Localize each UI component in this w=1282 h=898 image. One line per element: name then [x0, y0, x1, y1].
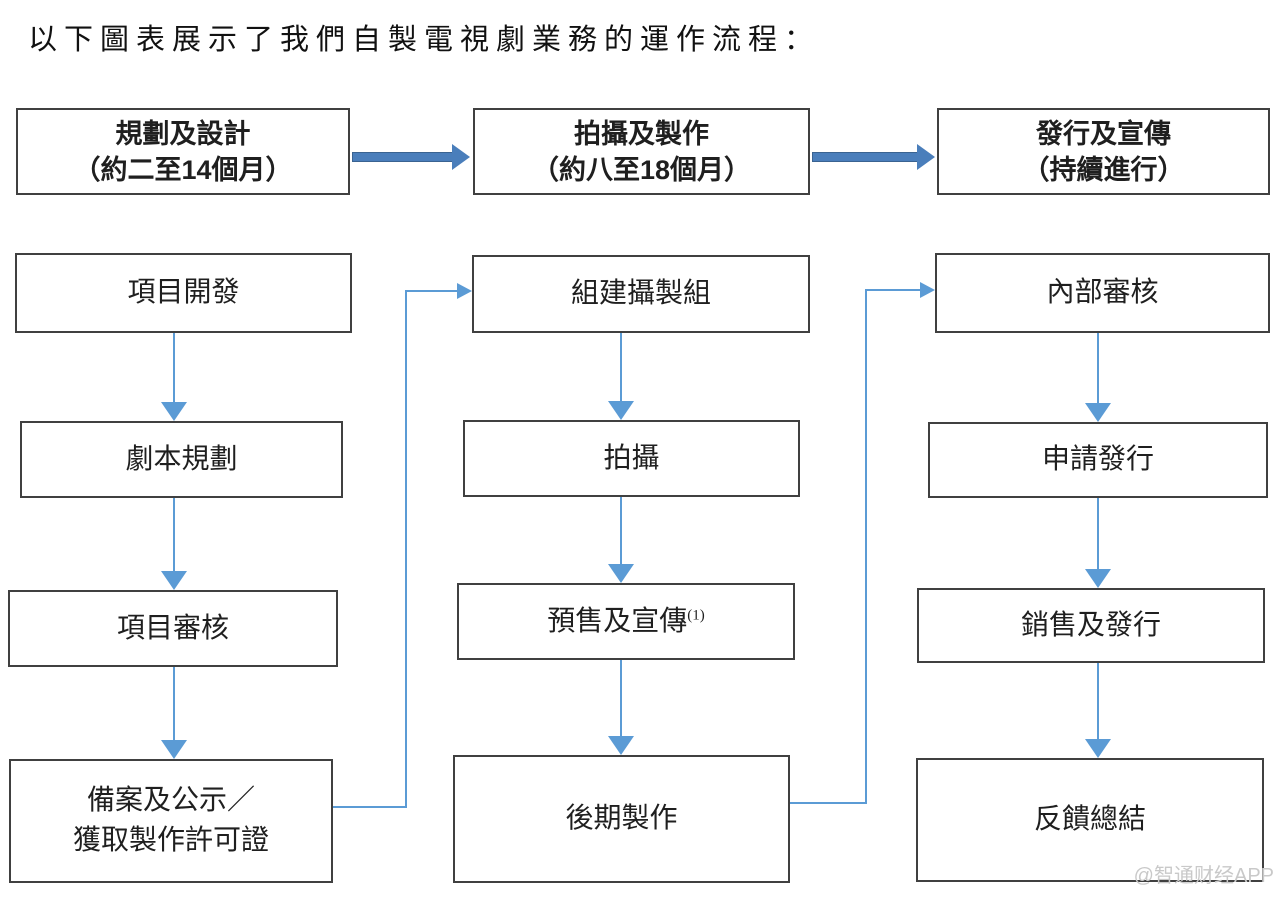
- connector-segment: [333, 806, 407, 808]
- step-superscript: (1): [687, 607, 705, 624]
- step-project-review: 項目審核: [8, 590, 338, 667]
- arrow-head: [608, 736, 634, 755]
- arrow-line: [620, 333, 622, 402]
- arrow-head: [608, 564, 634, 583]
- step-shooting: 拍攝: [463, 420, 800, 497]
- arrow-line: [1097, 498, 1099, 570]
- arrow-line: [1097, 663, 1099, 740]
- step-apply-distribution: 申請發行: [928, 422, 1268, 498]
- phase-header-planning-design: 規劃及設計 （約二至14個月）: [16, 108, 350, 195]
- step-internal-review: 內部審核: [935, 253, 1270, 333]
- step-label: 後期製作: [565, 803, 678, 834]
- arrow-right-icon: [812, 144, 935, 170]
- arrow-down-icon: [161, 498, 187, 590]
- arrow-head: [1085, 739, 1111, 758]
- step-label-wrap: 預售及宣傳(1): [547, 602, 705, 642]
- arrow-down-icon: [1085, 498, 1111, 588]
- phase-title: 拍攝及製作: [574, 118, 709, 149]
- arrow-head: [161, 571, 187, 590]
- step-assemble-crew: 組建攝製組: [472, 255, 810, 333]
- arrow-body: [812, 152, 920, 162]
- arrow-line: [620, 660, 622, 737]
- arrow-head: [161, 740, 187, 759]
- connector-segment: [865, 289, 867, 804]
- step-label: 預售及宣傳: [547, 605, 688, 637]
- arrow-line: [173, 498, 175, 572]
- step-label: 項目開發: [127, 277, 240, 308]
- step-label: 組建攝製組: [570, 278, 711, 309]
- arrow-line: [1097, 333, 1099, 404]
- connector-segment: [405, 290, 458, 292]
- connector-segment: [405, 290, 407, 808]
- phase-duration: （持續進行）: [1022, 154, 1185, 185]
- step-label: 拍攝: [603, 442, 660, 474]
- phase-header-distribution-promotion: 發行及宣傳 （持續進行）: [937, 108, 1270, 195]
- step-sales-distribution: 銷售及發行: [917, 588, 1265, 663]
- arrow-down-icon: [608, 497, 634, 583]
- arrow-body: [352, 152, 455, 162]
- page-title: 以下圖表展示了我們自製電視劇業務的運作流程：: [28, 24, 821, 56]
- arrow-down-icon: [608, 660, 634, 755]
- arrow-head: [608, 401, 634, 420]
- phase-title: 發行及宣傳: [1036, 118, 1171, 149]
- step-label: 申請發行: [1041, 444, 1154, 475]
- arrow-head: [1085, 569, 1111, 588]
- step-post-production: 後期製作: [453, 755, 790, 883]
- step-label: 銷售及發行: [1020, 609, 1161, 641]
- step-filing-publicity-permit: 備案及公示／ 獲取製作許可證: [9, 759, 333, 883]
- connector-segment: [865, 289, 922, 291]
- arrow-down-icon: [608, 333, 634, 420]
- arrow-line: [173, 667, 175, 741]
- arrow-right-icon: [352, 144, 470, 170]
- step-label: 內部審核: [1046, 277, 1159, 308]
- step-label: 項目審核: [116, 612, 229, 644]
- arrow-line: [620, 497, 622, 565]
- step-label: 反饋總結: [1033, 804, 1146, 835]
- phase-duration: （約二至14個月）: [73, 154, 293, 185]
- arrow-head: [452, 144, 470, 170]
- step-label-line1: 備案及公示／: [86, 785, 255, 816]
- arrow-head: [917, 144, 935, 170]
- step-presale-promotion: 預售及宣傳(1): [457, 583, 795, 660]
- arrow-down-icon: [161, 333, 187, 421]
- arrow-head: [1085, 403, 1111, 422]
- watermark: @智通财经APP: [1133, 865, 1274, 887]
- step-label: 劇本規劃: [125, 443, 238, 475]
- arrow-right-head-icon: [920, 282, 935, 298]
- step-project-development: 項目開發: [15, 253, 352, 333]
- arrow-down-icon: [161, 667, 187, 759]
- arrow-line: [173, 333, 175, 403]
- arrow-right-head-icon: [457, 283, 472, 299]
- arrow-head: [161, 402, 187, 421]
- connector-segment: [790, 802, 867, 804]
- phase-header-shooting-production: 拍攝及製作 （約八至18個月）: [473, 108, 810, 195]
- phase-title: 規劃及設計: [115, 118, 251, 149]
- step-label-line2: 獲取製作許可證: [72, 825, 269, 856]
- step-feedback-summary: 反饋總結: [916, 758, 1264, 882]
- arrow-down-icon: [1085, 663, 1111, 758]
- phase-duration: （約八至18個月）: [531, 154, 752, 185]
- step-script-planning: 劇本規劃: [20, 421, 343, 498]
- arrow-down-icon: [1085, 333, 1111, 422]
